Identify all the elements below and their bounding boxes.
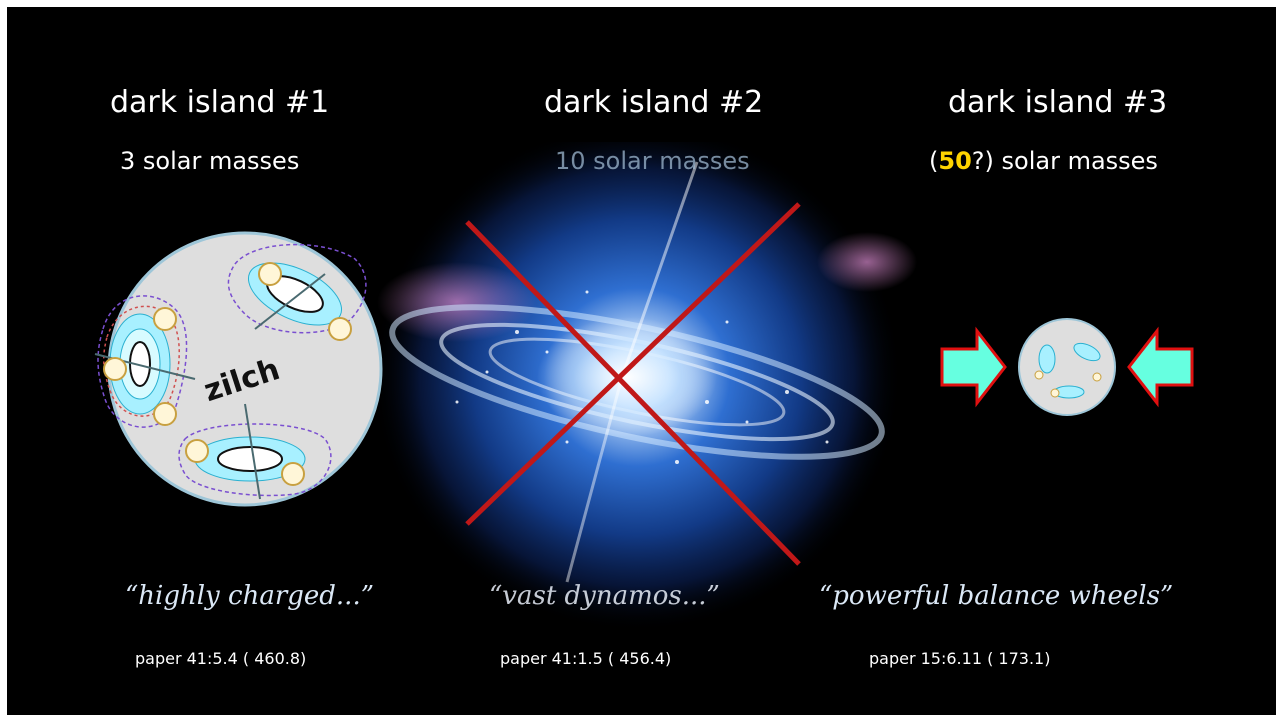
island-1-quote: “highly charged...”: [125, 581, 375, 611]
island-2-reference: paper 41:1.5 ( 456.4): [500, 649, 672, 668]
masses-highlight: 50: [938, 147, 972, 175]
left-arrow-icon: [1127, 326, 1194, 408]
island-1-reference: paper 41:5.4 ( 460.8): [135, 649, 307, 668]
island-3-masses: (50?) solar masses: [929, 147, 1158, 175]
galaxy-image: [372, 142, 917, 632]
masses-rest: ?) solar masses: [971, 147, 1158, 175]
island-3-quote: “powerful balance wheels”: [819, 581, 1174, 611]
masses-open: (: [929, 147, 939, 175]
island-2-masses: 10 solar masses: [555, 147, 750, 175]
island-1-masses: 3 solar masses: [120, 147, 300, 175]
island-1-title: dark island #1: [110, 85, 330, 120]
vortex-cluster-top: [227, 243, 367, 341]
island-3-diagram: [940, 318, 1194, 416]
island-3-reference: paper 15:6.11 ( 173.1): [869, 649, 1051, 668]
red-cross-icon: [465, 202, 801, 566]
island-2-title: dark island #2: [544, 85, 764, 120]
right-arrow-icon: [940, 326, 1007, 408]
vortex-cluster-left: [94, 295, 196, 428]
vortex-cluster-bottom: [178, 403, 332, 500]
island-1-diagram: zilch: [94, 231, 383, 507]
island-3-title: dark island #3: [948, 85, 1168, 120]
island-2-quote: “vast dynamos...”: [489, 581, 720, 611]
slide: dark island #1 dark island #2 dark islan…: [7, 7, 1276, 715]
